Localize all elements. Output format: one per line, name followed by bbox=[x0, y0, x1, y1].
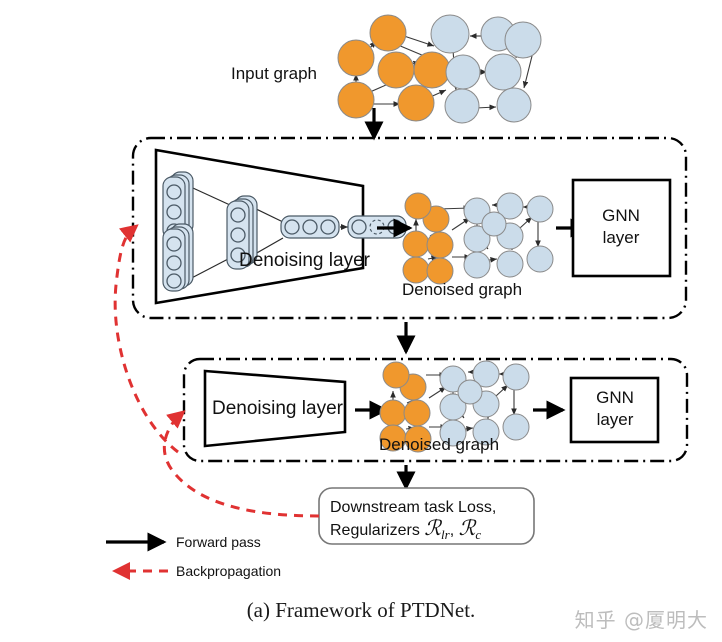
figure-caption-container: (a) Framework of PTDNet. bbox=[0, 598, 722, 642]
gnn-layer-1-box bbox=[571, 178, 672, 278]
gnn-layer-1-label-line2: layer bbox=[603, 228, 640, 247]
denoised-graph-1: Denoised graph bbox=[402, 192, 554, 299]
loss-label-line2: Regularizers ℛlr, ℛc bbox=[330, 516, 481, 542]
denoising-network-illustration bbox=[162, 171, 407, 292]
gnn-layer-2-label-line2: layer bbox=[597, 410, 634, 429]
denoising-layer-1-label: Denoising layer bbox=[239, 250, 371, 271]
legend: Forward pass Backpropagation bbox=[106, 532, 281, 580]
figure-caption: (a) Framework of PTDNet. bbox=[246, 598, 476, 622]
loss-regularizer-1-subscript: lr bbox=[441, 527, 451, 542]
watermark: 知乎 @厦明大 bbox=[574, 608, 708, 632]
denoised-graph-2-label: Denoised graph bbox=[379, 435, 499, 454]
gnn-layer-1-label-line1: GNN bbox=[602, 206, 640, 225]
backpropagation-paths bbox=[113, 224, 320, 518]
input-graph-label: Input graph bbox=[231, 64, 317, 83]
backprop-to-denoiser1 bbox=[113, 224, 179, 454]
block2-dashed-container bbox=[182, 357, 689, 463]
input-graph: Input graph bbox=[231, 14, 542, 124]
gnn-layer-2-label-line1: GNN bbox=[596, 388, 634, 407]
loss-label-line1: Downstream task Loss, bbox=[330, 499, 496, 516]
loss-regularizer-1-symbol: ℛ bbox=[424, 516, 442, 540]
legend-forward-pass-label: Forward pass bbox=[176, 534, 261, 550]
loss-label-prefix: Regularizers bbox=[330, 522, 424, 539]
denoising-layer-2-shape bbox=[203, 369, 347, 448]
gnn-layer-2-box bbox=[569, 376, 660, 444]
loss-regularizer-2-symbol: ℛ bbox=[459, 516, 477, 540]
input-graph-nodes bbox=[337, 14, 542, 124]
denoised-graph-2: Denoised graph bbox=[379, 360, 530, 454]
denoising-layer-2-label: Denoising layer bbox=[212, 398, 344, 419]
denoised-graph-1-label: Denoised graph bbox=[402, 280, 522, 299]
loss-text-group: Downstream task Loss, Regularizers ℛlr, … bbox=[330, 499, 496, 542]
denoising-layer-1-shape bbox=[154, 148, 365, 305]
loss-separator: , bbox=[450, 522, 459, 539]
backprop-to-denoiser2 bbox=[162, 410, 320, 518]
loss-regularizer-2-subscript: c bbox=[475, 527, 481, 542]
legend-backpropagation-label: Backpropagation bbox=[176, 563, 281, 579]
